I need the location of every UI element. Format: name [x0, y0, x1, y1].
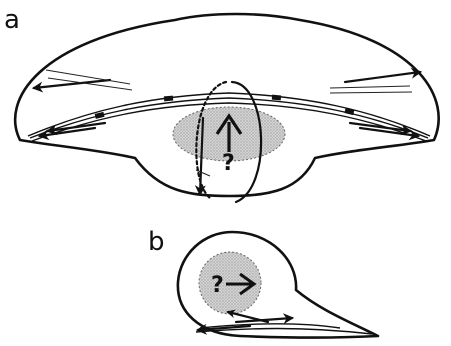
panel-a-focal-block [272, 95, 281, 101]
panel-a-focal-block [164, 96, 173, 102]
panel-a-label: a [4, 5, 20, 35]
panel-a-question-mark: ? [222, 151, 235, 176]
panel-b: b ? [148, 227, 378, 338]
panel-a: a ? [4, 5, 439, 202]
panel-b-label: b [148, 227, 165, 257]
panel-b-question-mark: ? [211, 273, 224, 298]
